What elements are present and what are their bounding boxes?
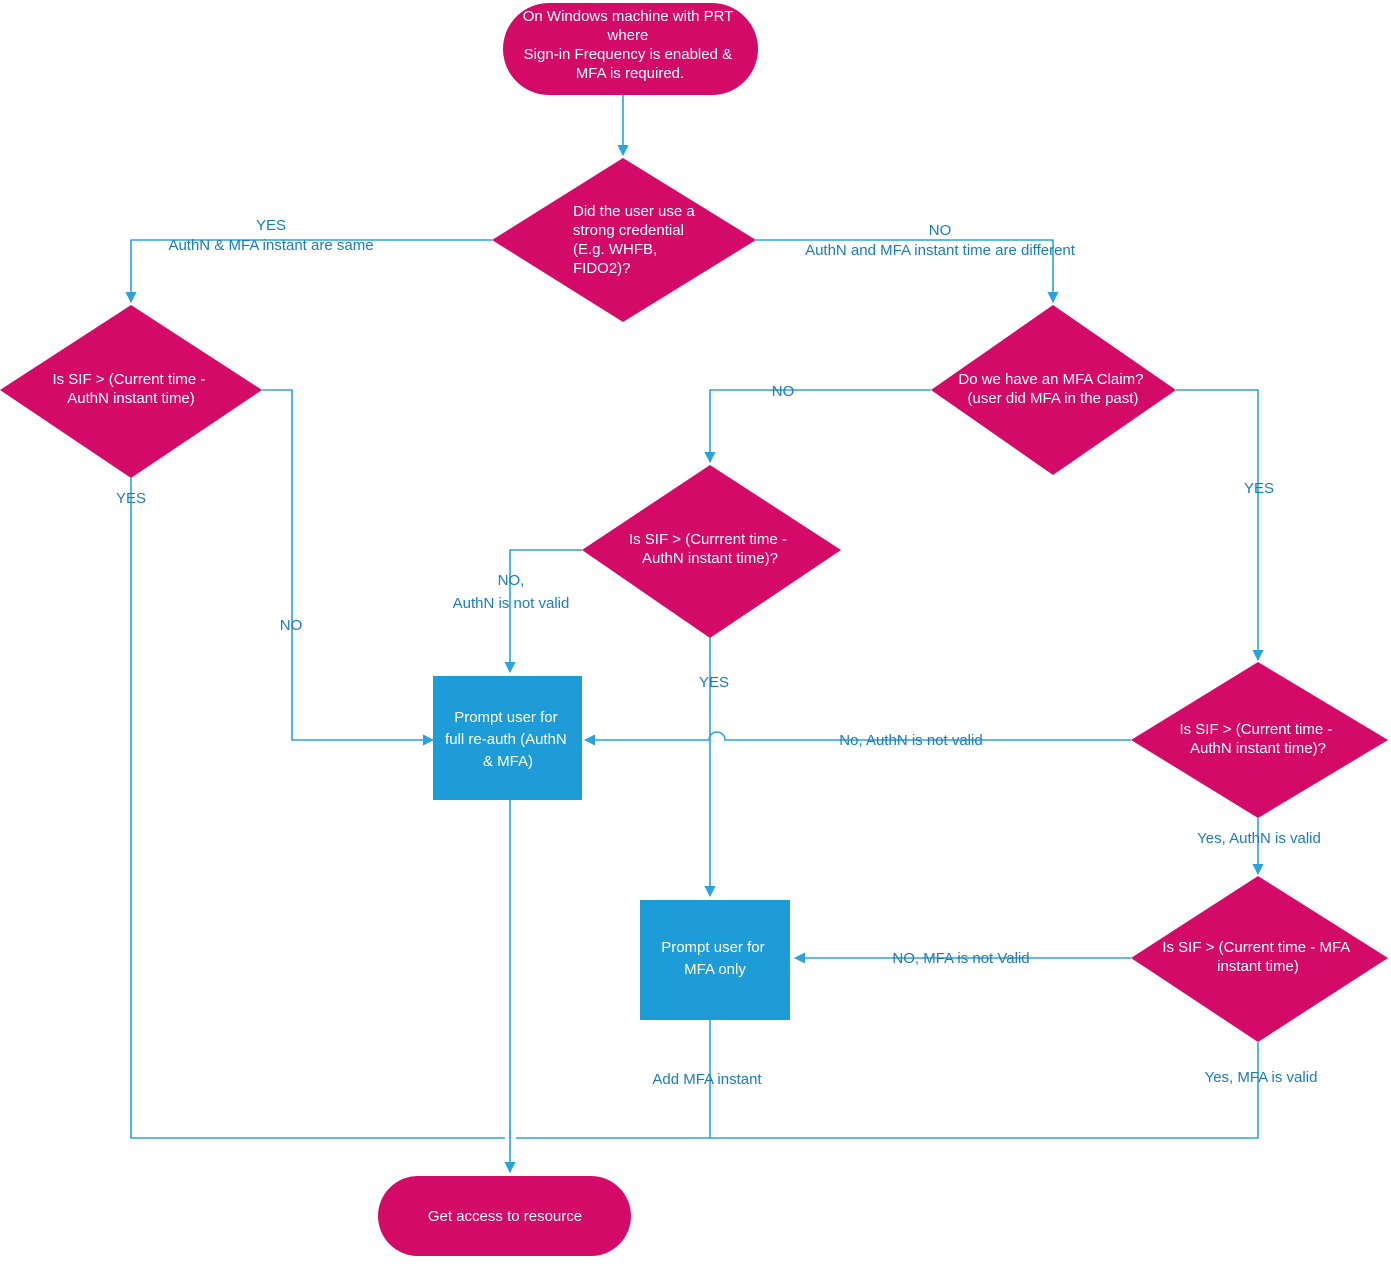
sif-mfa-right-line-1: Is SIF > (Current time - MFA (1162, 939, 1350, 956)
label-mid-no-line2: AuthN is not valid (453, 595, 570, 612)
edge-mid-no-to-full-reauth (504, 549, 582, 674)
label-yes-same-line2: AuthN & MFA instant are same (168, 237, 373, 254)
mfa-claim-shape (931, 305, 1176, 475)
get-access-shape (378, 1176, 631, 1256)
full-reauth-shape (433, 676, 582, 800)
mfa-only-shape (640, 900, 790, 1020)
label-add-mfa-instant: Add MFA instant (652, 1071, 762, 1088)
start-line-1: On Windows machine with PRT (523, 8, 733, 25)
edge-strong-credential-yes (125, 239, 492, 304)
node-sif-authn-right[interactable]: Is SIF > (Current time - AuthN instant t… (1131, 662, 1388, 818)
label-no-different-line2: AuthN and MFA instant time are different (805, 242, 1076, 259)
node-sif-mfa-right[interactable]: Is SIF > (Current time - MFA instant tim… (1131, 876, 1388, 1042)
node-start[interactable]: On Windows machine with PRT where Sign-i… (503, 3, 758, 95)
edge-mfa-claim-yes (1176, 389, 1264, 662)
strong-credential-shape (492, 158, 756, 322)
start-line-2: where (606, 27, 648, 44)
start-line-3: Sign-in Frequency is enabled & (524, 46, 732, 63)
edge-left-no-to-full-reauth (262, 389, 435, 746)
svg-text:Is SIF > (Currrent time -: Is SIF > (Currrent time - AuthN instant … (629, 531, 791, 567)
node-mfa-only[interactable]: Prompt user for MFA only (640, 900, 790, 1020)
svg-text:Did the user use a str: Did the user use a strong credential (E.… (573, 203, 699, 277)
connectors (125, 95, 1264, 1174)
node-full-reauth[interactable]: Prompt user for full re-auth (AuthN & MF… (433, 676, 582, 800)
sif-authn-mid-line-1: Is SIF > (Currrent time - (629, 531, 787, 548)
label-mid-no-line1: NO, (498, 572, 525, 589)
edge-mfa-claim-no (704, 389, 931, 464)
edge-strong-credential-no (756, 239, 1059, 304)
edge-labels: YES AuthN & MFA instant are same NO Auth… (116, 217, 1321, 1088)
strong-credential-line-3: (E.g. WHFB, (573, 241, 657, 258)
full-reauth-line-3: & MFA) (483, 753, 533, 770)
edge-left-yes-to-get-access (130, 478, 505, 1139)
node-get-access[interactable]: Get access to resource (378, 1176, 631, 1256)
mfa-only-line-1: Prompt user for (661, 939, 764, 956)
sif-authn-right-line-2: AuthN instant time)? (1190, 740, 1326, 757)
full-reauth-line-2: full re-auth (AuthN (445, 731, 567, 748)
sif-authn-left-line-2: AuthN instant time) (67, 390, 195, 407)
label-right-authn-no: No, AuthN is not valid (839, 732, 982, 749)
sif-mfa-right-shape (1131, 876, 1388, 1042)
sif-authn-mid-shape (582, 465, 841, 638)
svg-text:Prompt user for MFA on: Prompt user for MFA only (661, 939, 769, 978)
label-claim-no: NO (772, 383, 795, 400)
label-right-mfa-yes: Yes, MFA is valid (1205, 1069, 1318, 1086)
start-line-4: MFA is required. (576, 65, 684, 82)
node-strong-credential[interactable]: Did the user use a strong credential (E.… (492, 158, 756, 322)
sif-mfa-right-line-2: instant time) (1217, 958, 1299, 975)
label-left-no: NO (280, 617, 303, 634)
edge-right-authn-no-to-full-reauth (583, 731, 1131, 746)
mfa-claim-line-2: (user did MFA in the past) (968, 390, 1139, 407)
sif-authn-mid-line-2: AuthN instant time)? (642, 550, 778, 567)
node-mfa-claim[interactable]: Do we have an MFA Claim? (user did MFA i… (931, 305, 1176, 475)
label-claim-yes: YES (1244, 480, 1274, 497)
svg-text:Prompt user for full r: Prompt user for full re-auth (AuthN & MF… (445, 709, 571, 770)
node-sif-authn-mid[interactable]: Is SIF > (Currrent time - AuthN instant … (582, 465, 841, 638)
label-left-yes: YES (116, 490, 146, 507)
sif-authn-left-shape (0, 305, 262, 478)
label-right-mfa-no: NO, MFA is not Valid (892, 950, 1029, 967)
label-right-authn-yes: Yes, AuthN is valid (1197, 830, 1321, 847)
svg-text:On Windows machine with PRT: On Windows machine with PRT where Sign-i… (523, 8, 738, 82)
strong-credential-line-1: Did the user use a (573, 203, 695, 220)
strong-credential-line-2: strong credential (573, 222, 684, 239)
svg-text:Is SIF > (Current time -: Is SIF > (Current time - AuthN instant t… (52, 371, 209, 407)
edge-right-mfa-yes-to-get-access (516, 1042, 1259, 1139)
start-shape (503, 3, 758, 95)
label-yes-same-line1: YES (256, 217, 286, 234)
svg-text:Do we have an MFA Claim?: Do we have an MFA Claim? (user did MFA i… (958, 371, 1147, 407)
sif-authn-right-shape (1131, 662, 1388, 818)
mfa-only-line-2: MFA only (684, 961, 746, 978)
svg-text:Is SIF > (Current time -: Is SIF > (Current time - AuthN instant t… (1179, 721, 1336, 757)
svg-text:Is SIF > (Current time - MFA: Is SIF > (Current time - MFA instant tim… (1162, 939, 1353, 975)
label-no-different-line1: NO (929, 222, 952, 239)
mfa-claim-line-1: Do we have an MFA Claim? (958, 371, 1143, 388)
node-sif-authn-left[interactable]: Is SIF > (Current time - AuthN instant t… (0, 305, 262, 478)
get-access-label: Get access to resource (428, 1208, 582, 1225)
sif-authn-left-line-1: Is SIF > (Current time - (52, 371, 205, 388)
full-reauth-line-1: Prompt user for (454, 709, 557, 726)
label-mid-yes: YES (699, 674, 729, 691)
sif-authn-right-line-1: Is SIF > (Current time - (1179, 721, 1332, 738)
strong-credential-line-4: FIDO2)? (573, 260, 631, 277)
